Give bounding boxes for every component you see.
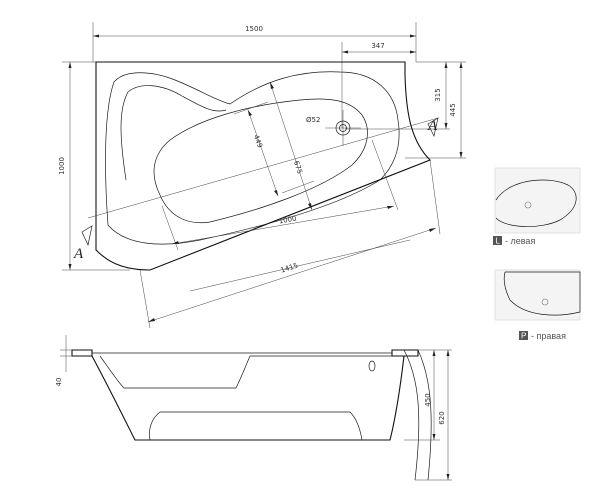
badge-right-letter: P <box>521 332 526 341</box>
legend-left: L - левая <box>493 167 581 246</box>
legend-right: P - правая <box>494 269 581 341</box>
side-view: 40 450 620 <box>55 335 452 481</box>
dim-depth-total: 620 <box>438 411 446 424</box>
dim-overall-width: 1500 <box>245 25 263 33</box>
label-left: - левая <box>505 236 535 246</box>
dim-left-height: 1000 <box>58 157 66 175</box>
dim-diagonal-inner: 1000 <box>278 215 297 226</box>
top-view: 1500 347 1000 315 445 <box>58 22 466 329</box>
dim-drain-to-edge: 315 <box>434 88 442 101</box>
badge-left-letter: L <box>496 237 501 246</box>
dim-rim-height: 40 <box>55 378 63 387</box>
overflow-icon <box>368 360 376 372</box>
dim-inner-length: 675 <box>292 160 304 175</box>
dim-drain-offset: 347 <box>371 42 384 50</box>
section-mark-right: A <box>427 118 438 134</box>
dim-drain-diameter: Ø52 <box>306 116 320 124</box>
badge-left <box>493 236 502 245</box>
dim-inner-width: 449 <box>252 134 264 149</box>
label-right: - правая <box>531 331 566 341</box>
section-mark-left: A <box>73 246 84 262</box>
dim-right-height: 445 <box>449 103 457 116</box>
dim-depth-inner: 450 <box>424 393 432 406</box>
badge-right <box>519 331 528 340</box>
section-line <box>87 117 439 219</box>
